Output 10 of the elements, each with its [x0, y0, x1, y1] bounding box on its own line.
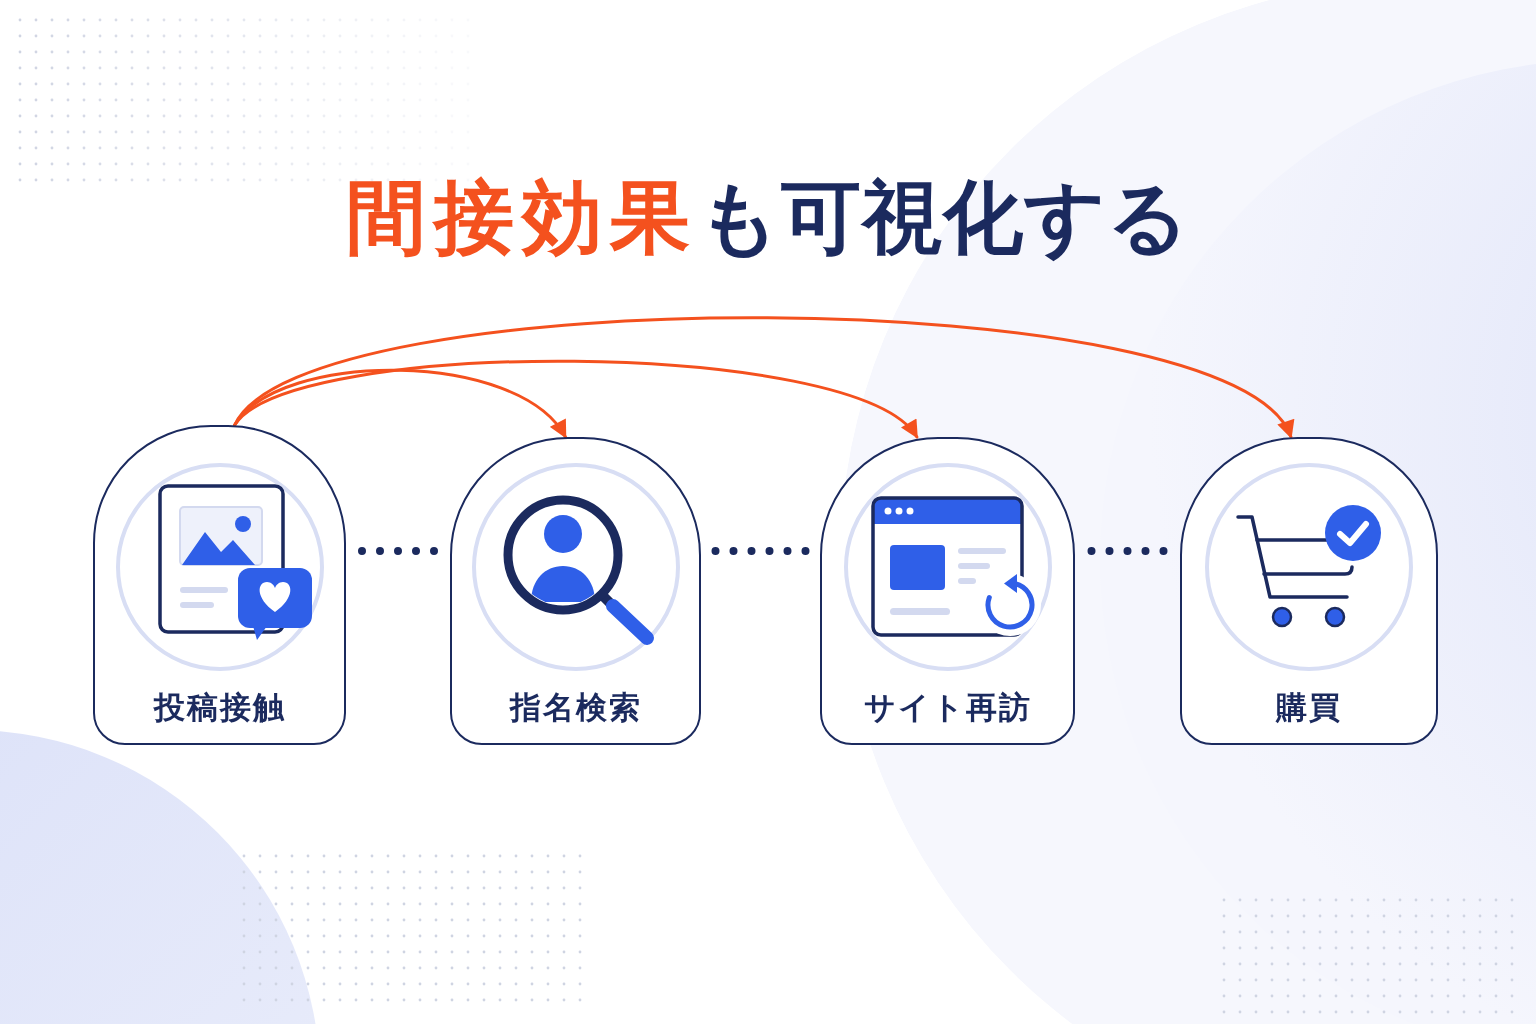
process-card: [93, 425, 346, 745]
node-label: 購買: [1276, 688, 1342, 726]
node-label: 投稿接触: [153, 688, 286, 726]
process-card: [450, 437, 701, 745]
arrow: [233, 316, 1293, 439]
process-card: [820, 437, 1075, 745]
node-label: サイト再訪: [863, 688, 1032, 726]
process-card: [1180, 437, 1438, 745]
title: 間接効果も可視化する: [346, 170, 1190, 266]
node-label: 指名検索: [509, 688, 642, 726]
